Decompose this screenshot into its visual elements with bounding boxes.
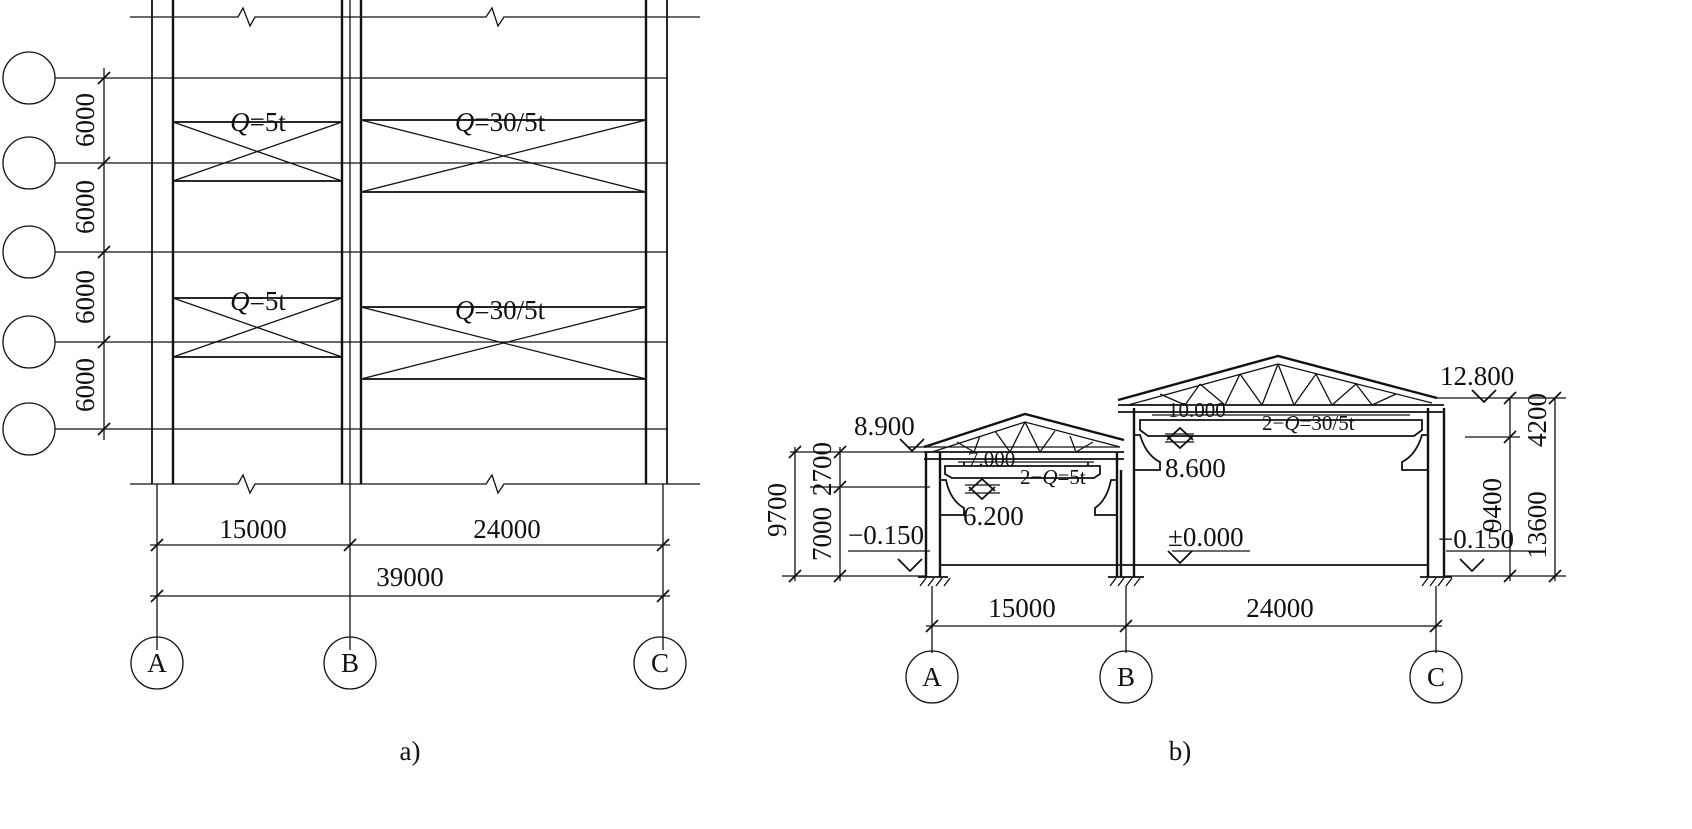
height-dimension-label: 9400 <box>1477 478 1507 532</box>
high-crane-girder <box>1139 414 1423 437</box>
left-height-dimensions <box>788 445 930 583</box>
crane-high-bay-2 <box>360 306 647 380</box>
span-dimension-label: 15000 <box>988 593 1056 623</box>
column-c <box>1401 408 1453 587</box>
column-lines <box>151 0 668 650</box>
elevation-label: 8.600 <box>1165 453 1226 483</box>
section-caption: b) <box>1169 736 1192 766</box>
crane-low-bay-2 <box>172 297 343 358</box>
row-axis-bubble-3 <box>2 225 56 279</box>
crane-capacity-label: Q=30/5t <box>455 107 546 137</box>
column-axis-bubble-a: A <box>130 636 184 690</box>
height-dimension-label: 7000 <box>807 507 837 561</box>
elevation-label: 8.900 <box>854 411 915 441</box>
elevation-label: 6.200 <box>963 501 1024 531</box>
column-axis-bubble-b: B <box>323 636 377 690</box>
svg-text:B: B <box>341 648 359 678</box>
crane-capacity-label: Q=5t <box>230 286 286 316</box>
crane-capacity-label: Q=30/5t <box>455 295 546 325</box>
svg-text:C: C <box>651 648 669 678</box>
bay-dimension-label: 6000 <box>70 358 100 412</box>
section-span-dimensions <box>925 586 1443 653</box>
bay-dimension-label: 6000 <box>70 93 100 147</box>
plan-view: Q=5t Q=30/5t Q=5t Q=30/5t 6000 6000 6000… <box>2 0 700 766</box>
height-dimension-label: 9700 <box>762 483 792 537</box>
low-crane-girder <box>944 461 1101 479</box>
crane-high-bay-1 <box>360 119 647 193</box>
low-roof-truss <box>923 412 1125 460</box>
row-axis-bubble-1 <box>2 51 56 105</box>
elevation-label: 10.000 <box>1168 398 1226 422</box>
bay-dimension-line <box>97 68 111 440</box>
span-dimension-label: 15000 <box>219 514 287 544</box>
total-dimension-label: 39000 <box>376 562 444 592</box>
height-dimension-label: 13600 <box>1522 491 1552 559</box>
break-lines <box>130 6 700 495</box>
high-roof-truss <box>1117 354 1444 413</box>
svg-text:B: B <box>1117 662 1135 692</box>
elevation-label: ±0.000 <box>1168 522 1244 552</box>
elevation-label: 12.800 <box>1440 361 1514 391</box>
svg-text:C: C <box>1427 662 1445 692</box>
span-dimension-label: 24000 <box>473 514 541 544</box>
span-dimension-label: 24000 <box>1246 593 1314 623</box>
section-view: 8.900 12.800 10.000 8.600 7.000 6.200 ±0… <box>762 354 1566 766</box>
right-height-dimensions <box>1465 391 1562 583</box>
column-a <box>918 452 965 587</box>
crane-capacity-label: 2−Q=30/5t <box>1262 411 1355 435</box>
elevation-label: −0.150 <box>1438 524 1514 554</box>
row-axis-bubble-5 <box>2 402 56 456</box>
row-axis-bubbles <box>2 51 56 456</box>
section-axis-bubble-a: A <box>905 650 959 704</box>
column-axis-bubble-c: C <box>633 636 687 690</box>
elevation-label: 7.000 <box>968 447 1015 471</box>
elevation-label: −0.150 <box>848 520 924 550</box>
plan-caption: a) <box>400 736 421 766</box>
bay-dimension-label: 6000 <box>70 180 100 234</box>
bay-dimension-label: 6000 <box>70 270 100 324</box>
svg-text:A: A <box>922 662 942 692</box>
column-b <box>1094 408 1161 587</box>
span-dimension-lines <box>150 538 670 603</box>
elevation-markers <box>848 389 1566 573</box>
crane-capacity-label: 2−Q=5t <box>1020 465 1086 489</box>
svg-text:A: A <box>147 648 167 678</box>
height-dimension-label: 4200 <box>1522 393 1552 447</box>
crane-capacity-label: Q=5t <box>230 107 286 137</box>
section-axis-bubble-c: C <box>1409 650 1463 704</box>
height-dimension-label: 2700 <box>807 442 837 496</box>
row-axis-bubble-4 <box>2 315 56 369</box>
row-axis-bubble-2 <box>2 136 56 190</box>
crane-low-bay-1 <box>172 121 343 182</box>
section-axis-bubble-b: B <box>1099 650 1153 704</box>
